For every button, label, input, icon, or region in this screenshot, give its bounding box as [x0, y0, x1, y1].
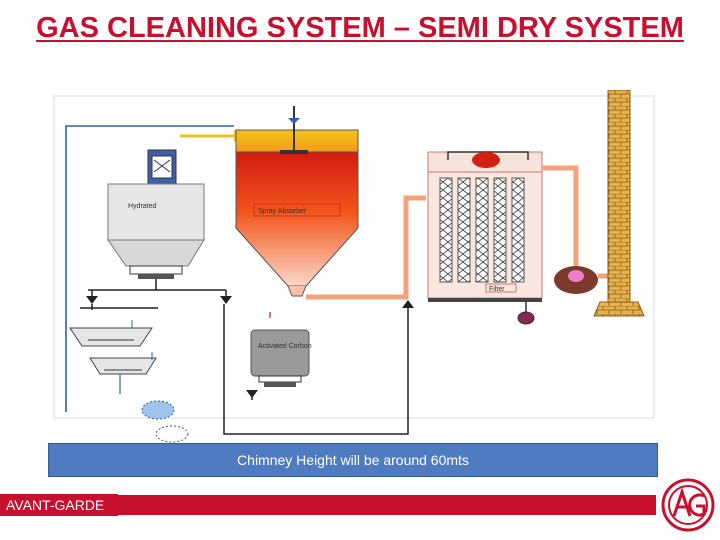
intermediate-hoppers: [69, 320, 157, 375]
discharge-lines: [80, 279, 409, 435]
rotary-valve-icon: [517, 311, 535, 325]
spray-absorber: Spray Absorber: [235, 106, 359, 318]
absorber-label: Spray Absorber: [258, 208, 307, 215]
collection-bin-icon: [141, 400, 175, 420]
discharge-bin-icon: [155, 425, 189, 443]
filter-label: Filter: [489, 286, 505, 293]
hopper-unit: Hydrated: [107, 149, 205, 279]
carbon-label: Activated Carbon: [258, 343, 312, 350]
filter-fan-icon: [472, 152, 500, 168]
blue-feed-line: [65, 125, 234, 412]
slide-title: GAS CLEANING SYSTEM – SEMI DRY SYSTEM: [36, 12, 684, 44]
chimney: [593, 90, 645, 317]
caption-bar: Chimney Height will be around 60mts: [48, 443, 658, 477]
company-logo: [661, 478, 715, 532]
carbon-silo: Activated Carbon: [250, 329, 312, 387]
gas-cleaning-diagram: Hydrated Spray Absorber Activated Carbon: [53, 90, 655, 443]
duct-absorber-to-filter: [306, 195, 426, 300]
footer-brand-label: AVANT-GARDE: [0, 494, 118, 516]
footer-bar: [0, 495, 656, 515]
duct-filter-to-chimney: [542, 165, 579, 270]
bag-filter: Filter: [427, 151, 543, 325]
hopper-label: Hydrated: [128, 203, 157, 210]
